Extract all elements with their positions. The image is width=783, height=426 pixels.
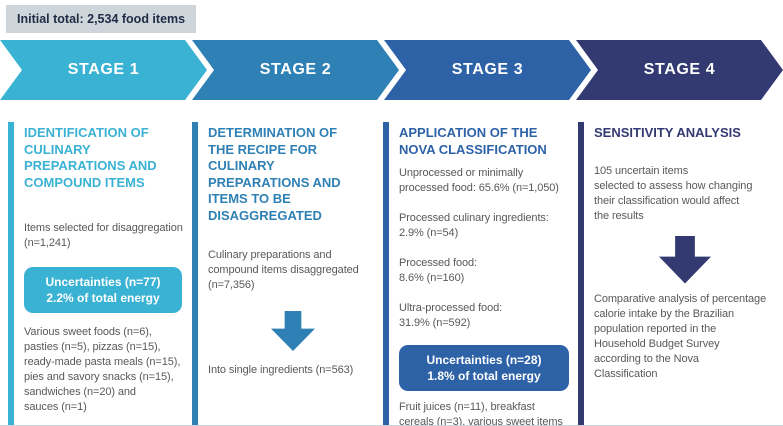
- stage-1-label: STAGE 1: [67, 61, 140, 78]
- stage-3-label: STAGE 3: [451, 61, 524, 78]
- stage-2-result: Into single ingredients (n=563): [208, 364, 354, 376]
- down-arrow-icon: [271, 311, 315, 351]
- stage-1-selected-items: Items selected for disaggregation (n=1,2…: [24, 222, 183, 249]
- stage-4-arrow: STAGE 4: [576, 40, 783, 100]
- nova-processed: Processed food: 8.6% (n=160): [399, 257, 477, 284]
- stage-3-title: APPLICATION OF THE NOVA CLASSIFICATION: [399, 125, 547, 157]
- stage-3-uncertainties-badge: Uncertainties (n=28) 1.8% of total energ…: [399, 345, 569, 391]
- stage-2-arrow: STAGE 2: [192, 40, 399, 100]
- stage-3-uncertainties-count: Uncertainties (n=28): [426, 353, 542, 367]
- stage-1-title: IDENTIFICATION OF CULINARY PREPARATIONS …: [24, 125, 157, 190]
- stage-2-label: STAGE 2: [259, 61, 332, 78]
- stage-3-details: Fruit juices (n=11), breakfast cereals (…: [399, 401, 563, 426]
- stage-2-disaggregated: Culinary preparations and compound items…: [208, 249, 359, 291]
- stage-2-title: DETERMINATION OF THE RECIPE FOR CULINARY…: [208, 125, 341, 223]
- stage-4-column: SENSITIVITY ANALYSIS 105 uncertain items…: [578, 122, 778, 426]
- stage-1-arrow: STAGE 1: [0, 40, 207, 100]
- nova-unprocessed: Unprocessed or minimally processed food:…: [399, 167, 559, 194]
- stage-3-arrow: STAGE 3: [384, 40, 591, 100]
- initial-total-badge: Initial total: 2,534 food items: [6, 5, 197, 33]
- stage-3-uncertainties-energy: 1.8% of total energy: [427, 369, 541, 383]
- down-arrow-icon: [659, 235, 711, 284]
- stage-arrow-row: STAGE 1 STAGE 2 STAGE 3 STAGE 4: [0, 40, 783, 100]
- stage-1-uncertainties-badge: Uncertainties (n=77) 2.2% of total energ…: [24, 267, 182, 313]
- nova-ultra-processed: Ultra-processed food: 31.9% (n=592): [399, 302, 503, 329]
- stage-4-label: STAGE 4: [643, 61, 716, 78]
- stage-4-description: 105 uncertain items selected to assess h…: [594, 164, 753, 222]
- nova-processed-culinary: Processed culinary ingredients: 2.9% (n=…: [399, 212, 549, 239]
- stage-1-uncertainties-energy: 2.2% of total energy: [46, 291, 160, 305]
- stage-4-title: SENSITIVITY ANALYSIS: [594, 125, 741, 140]
- stage-4-result: Comparative analysis of percentage calor…: [594, 292, 767, 380]
- stage-1-details: Various sweet foods (n=6), pasties (n=5)…: [24, 326, 181, 413]
- stage-1-uncertainties-count: Uncertainties (n=77): [45, 275, 161, 289]
- stage-3-column: APPLICATION OF THE NOVA CLASSIFICATION U…: [383, 122, 577, 426]
- stage-2-column: DETERMINATION OF THE RECIPE FOR CULINARY…: [192, 122, 380, 426]
- stage-1-column: IDENTIFICATION OF CULINARY PREPARATIONS …: [8, 122, 190, 426]
